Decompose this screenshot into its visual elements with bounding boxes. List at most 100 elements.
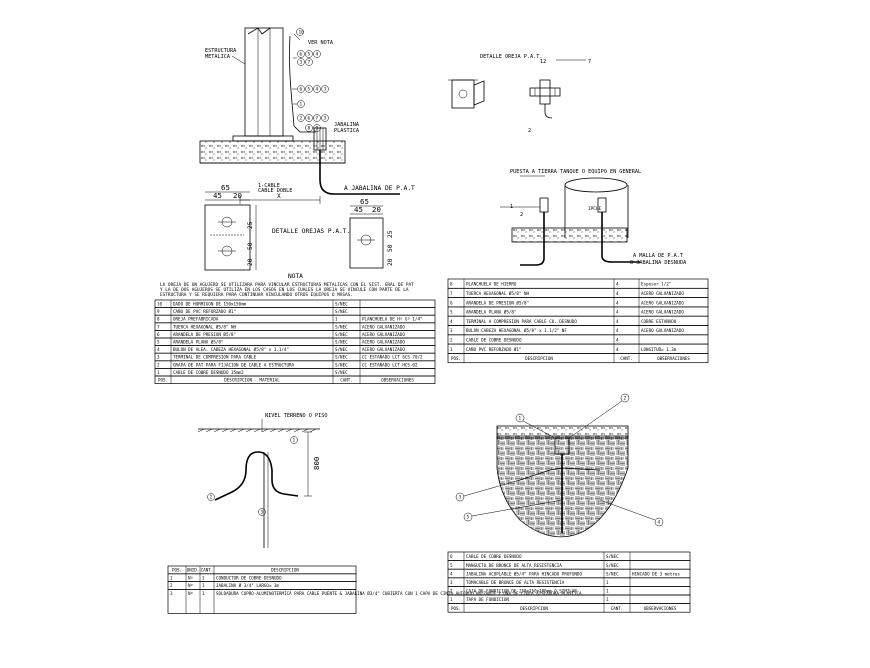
svg-text:4: 4 [316,52,319,58]
table-header-cell: DESCRIPCION [520,606,548,611]
table-cell: 1 [606,597,609,602]
table-cell: 1 [606,580,609,585]
table-cell: S/NEC [335,332,348,337]
table-cell: S/NEC [335,370,348,375]
nota-line-1: LA OREJA DE UN AGUJERO SE UTILIZARA PARA… [160,282,414,288]
table-cell: GRAPA DE PAT PARA FIJACION DE CABLE A ES… [173,362,294,367]
jabalina-plastica-2: PLASTICA [334,128,360,134]
table-cell: TERMINAL A COMPRESION PARA CABLE CU. DES… [466,319,577,324]
ground-cable [289,35,316,133]
table-cell: 1 [202,575,205,580]
table-cell: JABALINA Ø 3/4" LARGO= 3m [216,583,280,588]
cable-to-rod [319,150,400,195]
svg-text:3: 3 [324,116,327,122]
table-header-cell: OBSERVACIONES [657,356,690,361]
table-cell: 4 [616,300,619,305]
table-cell: TUERCA HEXAGONAL Ø5/8" NH [466,291,530,296]
table-cell: 4 [157,347,160,352]
table-cell: ACERO GALVANIZADO [641,300,684,305]
table-cell: 4 [450,319,453,324]
svg-text:2: 2 [520,212,523,218]
inspection-pit-detail: 1 2 3 5 4 [455,393,664,538]
table-cell: 6 [450,554,453,559]
svg-text:3: 3 [300,60,303,66]
table-cell: S/NEC [335,347,348,352]
table-cell: 4 [616,282,619,287]
svg-text:50: 50 [387,244,394,252]
table-cell: 2 [170,583,173,588]
table-cell: TUERCA HEXAGONAL Ø5/8" NH [173,324,237,329]
ear-plate-two [349,217,384,269]
nota-title: NOTA [288,273,303,280]
svg-text:3: 3 [261,510,264,516]
dim-800: 800 [312,457,321,470]
detalle-orejas-label: DETALLE OREJAS P.A.T. [272,228,350,235]
table-cell: TERMINAL DE COMPRESION PARA CABLE [173,355,257,360]
svg-text:6: 6 [308,116,311,122]
svg-text:8: 8 [308,126,311,132]
table-cell: 4 [616,328,619,333]
table-cell: S/NEC [335,309,348,314]
svg-text:5: 5 [308,87,311,93]
table-cell: CAÑO DE PVC REFORZADO Ø1" [173,309,236,314]
table-cell: S/NEC [335,301,348,306]
table-cell: ACERO GALVANIZADO [641,291,684,296]
table-cell: CABLE DE COBRE DESNUDO [466,554,522,559]
svg-text:20: 20 [372,205,381,214]
table-cell: CAJA DE FUNDICION DE 250x250x100mm O SIM… [466,589,577,594]
table-cell: CABLE DE COBRE DESNUDO 35mm2 [173,370,244,375]
table-header-cell: POS. [172,568,182,573]
table-cell: 5 [450,310,453,315]
detalle-oreja-label: DETALLE OREJA P.A.T. [480,54,542,60]
table-cell: 8 [157,317,160,322]
svg-text:45: 45 [213,191,222,200]
table-cell: CAÑO PVC REFORZADO Ø1" [466,347,521,352]
table-header-cell: POS. [451,606,461,611]
svg-text:2: 2 [300,116,303,122]
table-cell: 5 [157,339,160,344]
table-cell: 1 [335,317,338,322]
table-cell: 1 [157,370,160,375]
table-cell: CC ESTAÑADO LCT HCS-02 [362,362,418,367]
table-cell: S/NEC [335,362,348,367]
table-header-cell: DESCRIPCION - MATERIAL [224,377,280,382]
cable-note-2: CABLE DOBLE [258,188,292,194]
svg-text:5: 5 [308,52,311,58]
table-cell: MANGUITO DE BRONCE DE ALTA RESISTENCIA [466,563,562,568]
table-cell: S/NEC [335,339,348,344]
table-cell: 2 [157,362,160,367]
table-cell: ACERO GALVANIZADO [362,332,405,337]
table-cell: 1 [202,583,205,588]
table-cell: JABALINA ACOPLABLE Ø5/4" PARA HINCADO PR… [466,571,582,576]
svg-text:1: 1 [293,438,296,444]
table-cell: Nº [188,591,194,596]
ear-plate-one [204,204,251,271]
table-cell: CONDUCTOR DE COBRE DESNUDO [216,575,282,580]
table-cell: 4 [616,310,619,315]
table-cell: 3 [450,580,453,585]
svg-text:12: 12 [540,59,546,65]
table-header-cell: DESCRIPCION [271,568,299,573]
to-rod-label: A JABALINA DE P.A.T [344,185,415,192]
callout-bubbles: 10 6 5 4 3 7 6 5 4 3 1 2 6 7 3 8 9 [292,28,329,132]
table-cell: 4 [616,337,619,342]
svg-text:65: 65 [221,183,230,192]
svg-text:IPCHE: IPCHE [588,206,602,212]
table-cell: DADO DE HORMIGON DE 150x150mm [173,301,247,306]
table-cell: OREJA PREFABRICADA [173,317,219,322]
svg-text:25: 25 [247,221,254,229]
svg-text:2: 2 [210,495,213,501]
table-cell: S/NEC [335,355,348,360]
nota-line-3: ESTRUCTURA Y SE REQUIERA PARA CONTINUAR … [160,292,353,298]
table-cell: S/NEC [606,571,619,576]
svg-text:6: 6 [300,87,303,93]
structure-label-2: METALICA [205,54,231,60]
ear-plates-detail: 65 45 20 25 50 20 65 45 20 25 50 20 DETA… [160,183,414,298]
table-cell: CC ESTAÑADO LCT 6CS-70/2 [362,355,423,360]
table-cell: TOMACABLE DE BRONCE DE ALTA RESISTENCIA [466,580,565,585]
table-cell: SOLDADURA CUPRO-ALUMINOTERMICA PARA CABL… [216,591,584,596]
table-header-cell: UNID. [187,568,200,573]
